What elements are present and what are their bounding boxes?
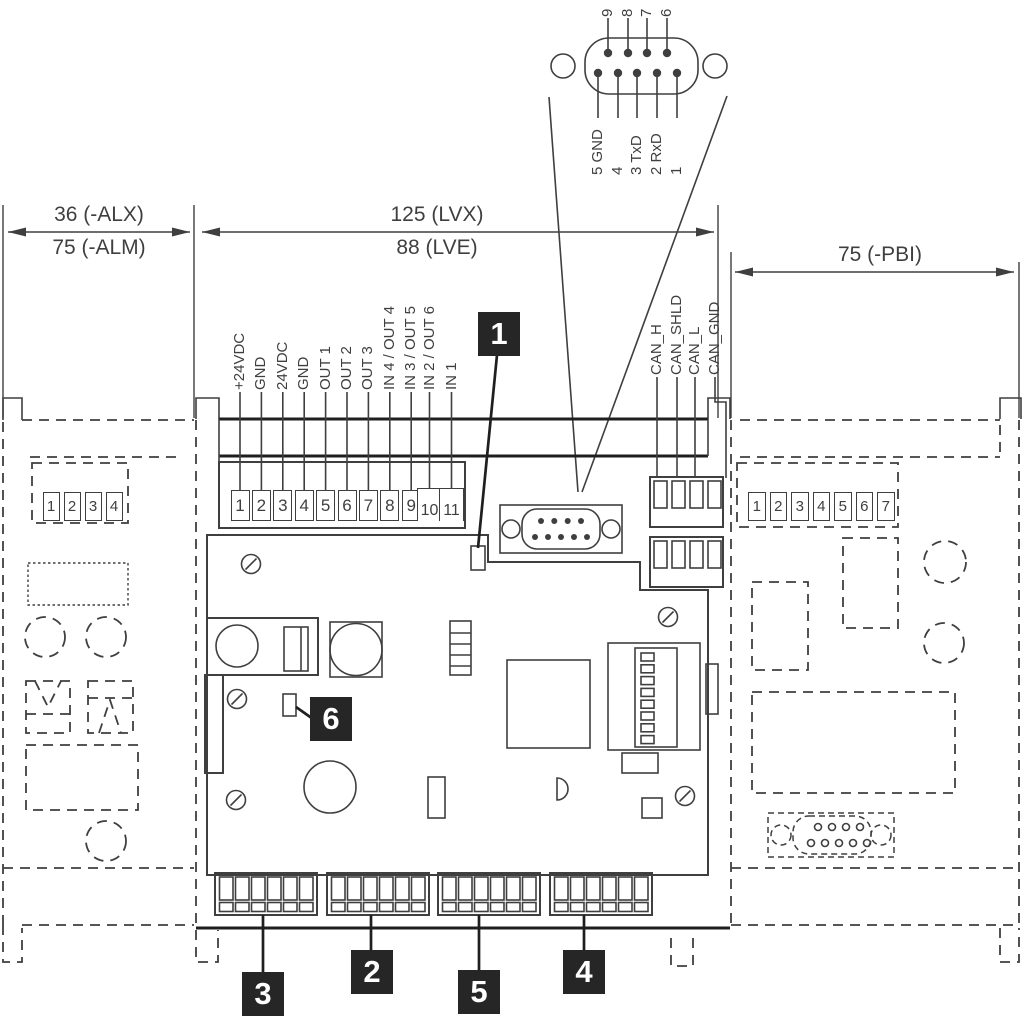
io-terminal-number: 2 bbox=[251, 490, 271, 521]
io-terminal-number: 7 bbox=[358, 490, 378, 521]
io-terminal-label: +24VDC bbox=[231, 332, 248, 390]
dimension-label-alm: 75 (-ALM) bbox=[52, 236, 146, 259]
bottom-terminal-strips bbox=[214, 872, 653, 916]
io-terminal-label: OUT 2 bbox=[338, 346, 355, 390]
callout-3: 3 bbox=[242, 972, 284, 1016]
db9-pin-label-top: 6 bbox=[658, 8, 675, 17]
can-terminal-blocks bbox=[649, 476, 724, 588]
pin-header bbox=[449, 620, 472, 676]
right-module-db9-connector bbox=[767, 812, 895, 858]
board-components bbox=[215, 545, 719, 819]
io-terminal-strip bbox=[218, 461, 466, 529]
db9-pin-label-top: 9 bbox=[599, 8, 616, 17]
left-module-terminal-number: 1 bbox=[42, 492, 60, 521]
io-terminal-number: 4 bbox=[294, 490, 314, 521]
io-terminal-number: 11 bbox=[439, 488, 464, 521]
din-rail-tabs bbox=[2, 397, 1022, 420]
circuit-board-outline bbox=[204, 534, 709, 876]
db9-pin-label-bottom: 5 GND bbox=[589, 129, 606, 175]
board-screws bbox=[225, 553, 696, 811]
right-module-terminal-number: 7 bbox=[877, 492, 895, 521]
left-module-terminal-number: 4 bbox=[105, 492, 123, 521]
left-module-terminal-number: 2 bbox=[63, 492, 81, 521]
io-terminal-label: IN 4 / OUT 4 bbox=[380, 306, 398, 390]
dimension-label-lvx: 125 (LVX) bbox=[390, 203, 484, 226]
db9-pin-label-bottom: 1 bbox=[668, 166, 685, 175]
ic-chip bbox=[506, 659, 591, 749]
io-terminal-label: OUT 1 bbox=[316, 346, 334, 390]
io-terminal-number: 1 bbox=[230, 490, 250, 521]
callout-6: 6 bbox=[310, 697, 352, 741]
dimension-label-alx: 36 (-ALX) bbox=[54, 203, 144, 226]
io-terminal-label: 24VDC bbox=[273, 341, 291, 390]
callout-1: 1 bbox=[478, 312, 520, 356]
db9-pin-label-bottom: 4 bbox=[609, 166, 626, 175]
jumper-component-1 bbox=[470, 545, 486, 571]
rail-end-lines bbox=[218, 419, 709, 462]
dimension-lines bbox=[2, 205, 1020, 418]
dimension-label-pbi: 75 (-PBI) bbox=[837, 243, 923, 266]
dip-switches bbox=[640, 652, 655, 745]
right-module-terminal-number: 5 bbox=[834, 492, 852, 521]
can-terminal-wires bbox=[656, 377, 727, 478]
callout-2: 2 bbox=[351, 950, 393, 994]
io-terminal-label: GND bbox=[252, 356, 270, 390]
right-module-db9-pin-holes bbox=[806, 822, 872, 848]
board-db9-pin-dots bbox=[532, 518, 590, 540]
can-terminal-label: CAN_SHLD bbox=[668, 294, 685, 375]
left-module-terminal-number: 3 bbox=[84, 492, 102, 521]
left-module-outline bbox=[2, 419, 197, 963]
dimension-label-lve: 88 (LVE) bbox=[396, 236, 478, 259]
io-terminal-wires bbox=[239, 392, 453, 490]
db9-pin-label-bottom: 3 TxD bbox=[628, 135, 645, 175]
right-module-terminal-number: 1 bbox=[748, 492, 766, 521]
pin-header-pins bbox=[450, 632, 471, 667]
io-terminal-number: 10 bbox=[417, 488, 442, 521]
io-terminal-number: 3 bbox=[273, 490, 293, 521]
top-db9-pins bbox=[593, 18, 682, 118]
main-unit-feet bbox=[195, 930, 694, 967]
right-module-terminal-number: 3 bbox=[791, 492, 809, 521]
io-terminal-label: GND bbox=[295, 356, 313, 390]
io-terminal-label: IN 1 bbox=[442, 362, 460, 390]
right-module-outline bbox=[730, 419, 1020, 963]
db9-pin-label-top: 7 bbox=[638, 8, 655, 17]
io-terminal-label: IN 3 / OUT 5 bbox=[402, 306, 420, 390]
can-terminal-label: CAN_GND bbox=[706, 301, 723, 375]
io-terminal-label: IN 2 / OUT 6 bbox=[420, 306, 438, 390]
io-terminal-number: 5 bbox=[316, 490, 336, 521]
can-terminal-label: CAN_H bbox=[648, 324, 665, 375]
db9-pin-label-bottom: 2 RxD bbox=[648, 133, 665, 175]
db9-pin-label-top: 8 bbox=[619, 8, 636, 17]
right-module-terminal-number: 6 bbox=[855, 492, 873, 521]
can-block-cells bbox=[653, 480, 722, 569]
crystal bbox=[556, 777, 569, 801]
io-terminal-label: OUT 3 bbox=[359, 346, 377, 390]
capacitor bbox=[215, 624, 259, 668]
main-unit-top-rails bbox=[219, 417, 708, 458]
callout-4: 4 bbox=[563, 950, 605, 994]
can-terminal-label: CAN_L bbox=[686, 326, 703, 375]
dip-switch-block bbox=[607, 642, 701, 751]
buzzer bbox=[303, 760, 357, 814]
io-terminal-number: 6 bbox=[337, 490, 357, 521]
jumper-component-6 bbox=[282, 693, 297, 717]
right-module-terminal-number: 2 bbox=[769, 492, 787, 521]
db9-leader-lines bbox=[548, 95, 728, 493]
io-terminal-number: 8 bbox=[380, 490, 400, 521]
callout-5: 5 bbox=[458, 970, 500, 1014]
right-module-terminal-number: 4 bbox=[812, 492, 830, 521]
left-module-dotted-slot bbox=[27, 562, 129, 606]
board-db9-connector bbox=[499, 504, 623, 554]
top-db9-connector bbox=[550, 37, 728, 95]
